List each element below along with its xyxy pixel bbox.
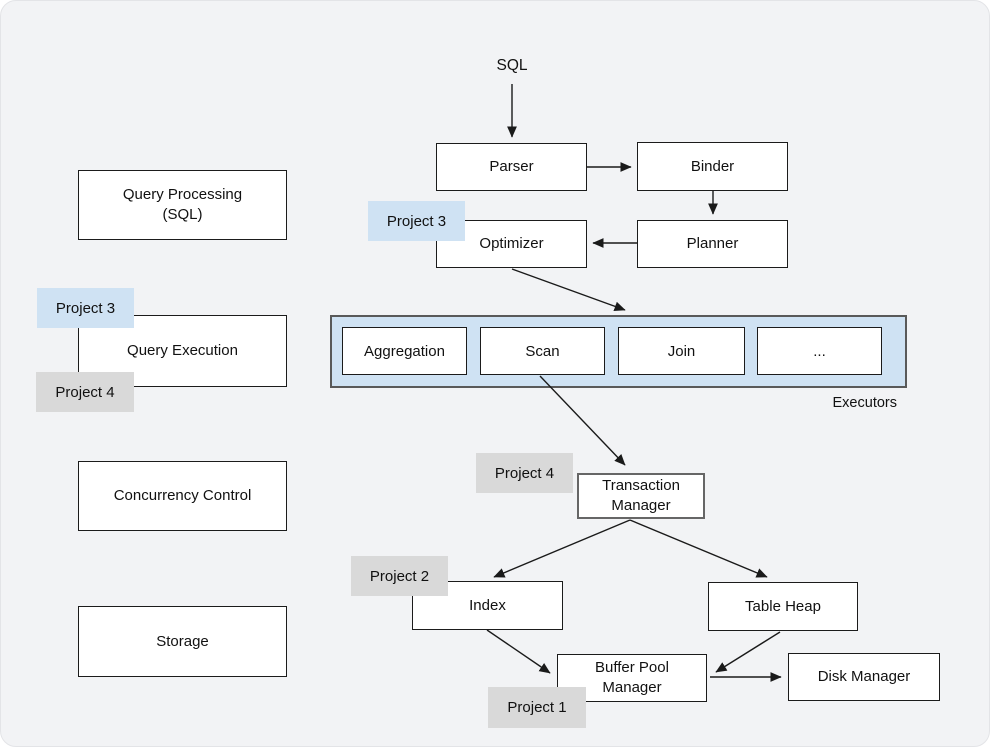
project4-transaction-manager-label: Project 4 (476, 453, 573, 493)
executor-aggregation-node: Aggregation (342, 327, 467, 375)
concurrency-control-box: Concurrency Control (78, 461, 287, 531)
project3-query-execution-label: Project 3 (37, 288, 134, 328)
project1-buffer-pool-label: Project 1 (488, 687, 586, 728)
executor-aggregation-label: Aggregation (364, 342, 445, 360)
planner-label: Planner (686, 235, 739, 252)
storage-label: Storage (156, 632, 209, 650)
executor-ellipsis-label: ... (813, 342, 826, 360)
parser-node: Parser (436, 143, 587, 191)
executor-join-node: Join (618, 327, 745, 375)
project2-index-label: Project 2 (351, 556, 448, 596)
disk-manager-node: Disk Manager (788, 653, 940, 701)
optimizer-label: Optimizer (479, 235, 544, 252)
transaction-manager-line2: Manager (611, 497, 671, 514)
transaction-manager-line1: Transaction (602, 477, 680, 494)
binder-node: Binder (637, 142, 788, 191)
concurrency-control-label: Concurrency Control (113, 487, 252, 504)
storage-box: Storage (78, 606, 287, 677)
table-heap-label: Table Heap (745, 597, 821, 615)
executor-ellipsis-node: ... (757, 327, 882, 375)
executor-scan-node: Scan (480, 327, 605, 375)
planner-node: Planner (637, 220, 788, 268)
index-label: Index (469, 596, 506, 614)
project4-query-execution-label: Project 4 (36, 372, 134, 412)
binder-label: Binder (690, 157, 735, 175)
executors-caption: Executors (832, 395, 897, 411)
disk-manager-label: Disk Manager (817, 668, 911, 685)
project3-optimizer-label: Project 3 (368, 201, 465, 241)
executor-scan-label: Scan (525, 342, 560, 360)
executor-join-label: Join (667, 342, 696, 360)
sql-input-label: SQL (496, 57, 528, 74)
optimizer-node: Optimizer (436, 220, 587, 268)
buffer-pool-manager-line2: Manager (602, 679, 662, 696)
query-execution-label: Query Execution (127, 342, 238, 359)
buffer-pool-manager-line1: Buffer Pool (595, 659, 669, 676)
query-processing-line2: (SQL) (162, 206, 203, 223)
transaction-manager-node: Transaction Manager (577, 473, 705, 519)
table-heap-node: Table Heap (708, 582, 858, 631)
query-processing-line1: Query Processing (122, 186, 243, 203)
parser-label: Parser (489, 158, 534, 175)
query-processing-box: Query Processing (SQL) (78, 170, 287, 240)
